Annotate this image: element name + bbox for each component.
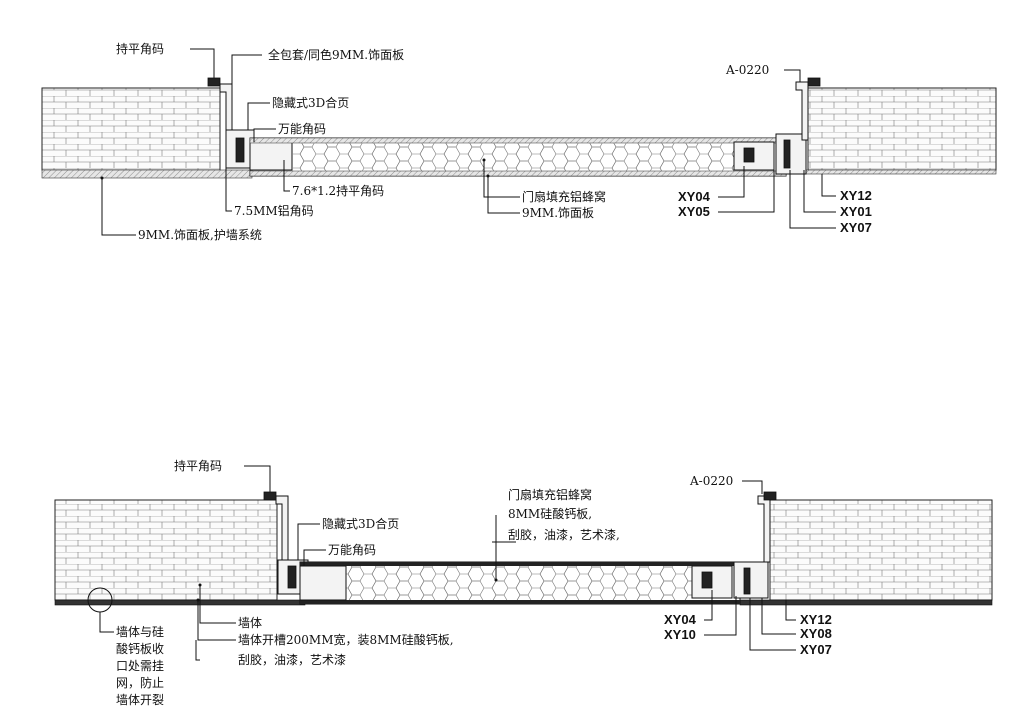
top-door-honeycomb bbox=[292, 143, 734, 171]
bottom-leaders bbox=[87, 465, 796, 661]
top-label-wall-system: 9MM.饰面板,护墙系统 bbox=[138, 228, 262, 242]
bottom-label-a0220: A-0220 bbox=[689, 474, 733, 488]
bottom-right-brick-wall bbox=[769, 499, 993, 601]
top-right-casing bbox=[795, 81, 809, 141]
bottom-label-wall: 墙体 bbox=[238, 616, 262, 630]
bottom-section bbox=[54, 491, 993, 606]
bottom-right-jamb-core bbox=[743, 567, 751, 595]
top-code-xy12: XY12 bbox=[840, 188, 872, 203]
top-right-jamb-profile bbox=[775, 133, 807, 175]
bottom-note-line-2: 酸钙板收 bbox=[116, 641, 164, 656]
bottom-code-xy08: XY08 bbox=[800, 626, 832, 641]
bottom-left-hinge-core bbox=[287, 565, 297, 589]
top-section bbox=[41, 77, 997, 179]
bottom-label-hidden-hinge: 隐藏式3D合页 bbox=[322, 516, 399, 531]
top-right-casing-cap bbox=[807, 77, 821, 87]
bottom-label-flush-bracket: 持平角码 bbox=[174, 458, 222, 473]
top-code-xy04: XY04 bbox=[678, 189, 711, 204]
top-left-flush-bracket bbox=[207, 77, 221, 87]
top-code-xy07: XY07 bbox=[840, 220, 872, 235]
top-label-76-bracket: 7.6*1.2持平角码 bbox=[292, 183, 384, 198]
top-right-frame-core bbox=[743, 147, 755, 163]
top-right-brick-wall bbox=[807, 87, 997, 171]
bottom-note-line-4: 网，防止 bbox=[116, 675, 164, 690]
bottom-door-honeycomb bbox=[346, 566, 692, 600]
top-wall-panel-strip bbox=[41, 169, 253, 179]
bottom-door-left-frame bbox=[299, 565, 347, 601]
top-left-brick-wall bbox=[41, 87, 221, 171]
top-left-door-frame bbox=[249, 141, 293, 171]
bottom-label-honeycomb: 门扇填充铝蜂窝 bbox=[508, 487, 592, 502]
top-code-xy05: XY05 bbox=[678, 204, 710, 219]
bottom-code-xy04: XY04 bbox=[664, 612, 697, 627]
top-label-flush-bracket: 持平角码 bbox=[116, 41, 164, 56]
top-door-facing-bottom bbox=[249, 170, 787, 177]
bottom-label-cal-board: 8MM硅酸钙板, bbox=[508, 506, 592, 521]
bottom-right-board bbox=[739, 599, 993, 606]
bottom-label-finish: 刮胶，油漆，艺术漆 bbox=[238, 652, 346, 667]
bottom-note-line-5: 墙体开裂 bbox=[116, 693, 164, 707]
top-label-hidden-hinge: 隐藏式3D合页 bbox=[272, 95, 349, 110]
top-door-facing-top bbox=[249, 137, 787, 144]
bottom-left-jamb bbox=[275, 495, 289, 567]
top-label-universal-bracket: 万能角码 bbox=[278, 122, 326, 136]
bottom-left-flush-bracket bbox=[263, 491, 277, 501]
bottom-code-xy07: XY07 bbox=[800, 642, 832, 657]
top-left-hinge-core bbox=[235, 137, 245, 163]
bottom-label-universal-bracket: 万能角码 bbox=[328, 543, 376, 557]
bottom-label-paint: 刮胶，油漆，艺术漆, bbox=[508, 527, 620, 542]
bottom-right-casing bbox=[757, 495, 771, 563]
bottom-code-xy10: XY10 bbox=[664, 627, 696, 642]
top-label-al-bracket: 7.5MM铝角码 bbox=[234, 203, 314, 218]
top-wall-panel-strip-right bbox=[779, 169, 997, 175]
bottom-left-brick-wall bbox=[54, 499, 278, 601]
bottom-door-face-bottom bbox=[300, 600, 740, 604]
top-code-xy01: XY01 bbox=[840, 204, 872, 219]
bottom-door-face-top bbox=[300, 562, 740, 566]
bottom-right-casing-cap bbox=[763, 491, 777, 501]
top-right-jamb-core bbox=[783, 139, 791, 169]
bottom-note-line-3: 口处需挂 bbox=[116, 659, 164, 673]
bottom-right-jamb-profile bbox=[733, 561, 769, 599]
bottom-label-wall-groove: 墙体开槽200MM宽，装8MM硅酸钙板, bbox=[238, 632, 454, 647]
top-leaders bbox=[100, 48, 836, 236]
top-label-honeycomb: 门扇填充铝蜂窝 bbox=[522, 189, 606, 204]
bottom-left-board bbox=[54, 599, 306, 606]
top-label-full-casing: 全包套/同色9MM.饰面板 bbox=[268, 47, 404, 62]
bottom-right-frame-core bbox=[701, 571, 713, 589]
bottom-note-line-1: 墙体与硅 bbox=[116, 625, 164, 639]
top-label-facing-panel: 9MM.饰面板 bbox=[522, 206, 594, 220]
top-label-a0220: A-0220 bbox=[725, 63, 769, 77]
bottom-code-xy12: XY12 bbox=[800, 612, 832, 627]
